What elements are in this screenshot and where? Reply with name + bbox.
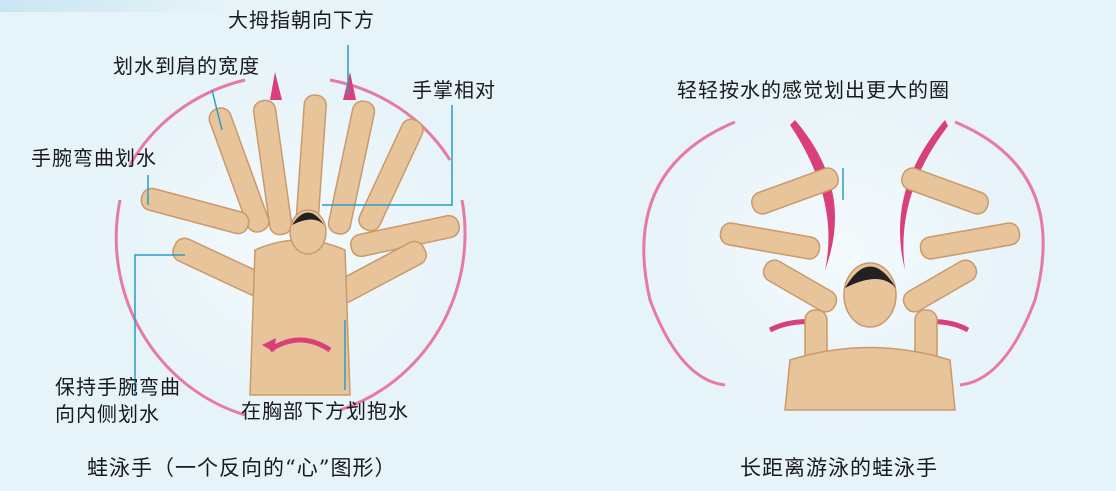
right-hair bbox=[845, 266, 896, 288]
label-shoulder-width: 划水到肩的宽度 bbox=[113, 54, 260, 78]
right-torso bbox=[784, 346, 956, 411]
right-circle-bg bbox=[640, 75, 1040, 425]
left-arm-2 bbox=[252, 99, 293, 236]
label-wrist-bend: 手腕弯曲划水 bbox=[31, 146, 157, 170]
label-under-chest: 在胸部下方划抱水 bbox=[241, 399, 409, 423]
label-thumb-down: 大拇指朝向下方 bbox=[228, 8, 375, 32]
right-arm-1 bbox=[751, 167, 839, 215]
left-stroke-path-upper-left bbox=[128, 78, 246, 166]
left-arrow-top-1 bbox=[270, 72, 282, 100]
top-accent-bar bbox=[0, 0, 230, 12]
right-outer-arc-right bbox=[954, 120, 1045, 387]
left-arm-4 bbox=[327, 100, 376, 235]
left-torso bbox=[249, 239, 351, 396]
right-crescent-right bbox=[900, 120, 948, 270]
left-chest-arrow bbox=[268, 337, 332, 353]
right-arm-5 bbox=[919, 222, 1021, 260]
right-outer-arc-left bbox=[642, 120, 736, 387]
right-breaststroke-figure bbox=[640, 75, 1045, 425]
label-palms-facing: 手掌相对 bbox=[412, 78, 496, 102]
leader-palms bbox=[322, 105, 453, 206]
right-arm-6 bbox=[902, 259, 978, 313]
right-arm-2 bbox=[719, 222, 821, 260]
leader-keep-wrist bbox=[134, 254, 185, 395]
label-keep-wrist-line1: 保持手腕弯曲 bbox=[55, 375, 181, 399]
left-arm-5 bbox=[358, 118, 424, 232]
right-arm-4 bbox=[901, 167, 989, 215]
label-bigger-circle: 轻轻按水的感觉划出更大的圈 bbox=[677, 78, 950, 102]
right-crescent-left bbox=[790, 120, 835, 270]
label-keep-wrist-line2: 向内侧划水 bbox=[55, 402, 160, 426]
left-breaststroke-figure bbox=[100, 45, 470, 420]
caption-right: 长距离游泳的蛙泳手 bbox=[740, 456, 938, 480]
caption-left: 蛙泳手（一个反向的“心”图形） bbox=[87, 456, 397, 480]
leader-shoulder bbox=[211, 89, 223, 131]
left-stroke-path-lower-left bbox=[114, 199, 246, 417]
right-arm-3 bbox=[762, 259, 838, 313]
left-stroke-path-lower-right bbox=[339, 199, 467, 412]
left-chest-arrowhead bbox=[262, 338, 276, 352]
left-circle-bg bbox=[100, 60, 470, 420]
left-hair bbox=[292, 212, 324, 225]
left-arm-6 bbox=[140, 187, 250, 235]
left-arrow-top-2 bbox=[343, 72, 356, 100]
